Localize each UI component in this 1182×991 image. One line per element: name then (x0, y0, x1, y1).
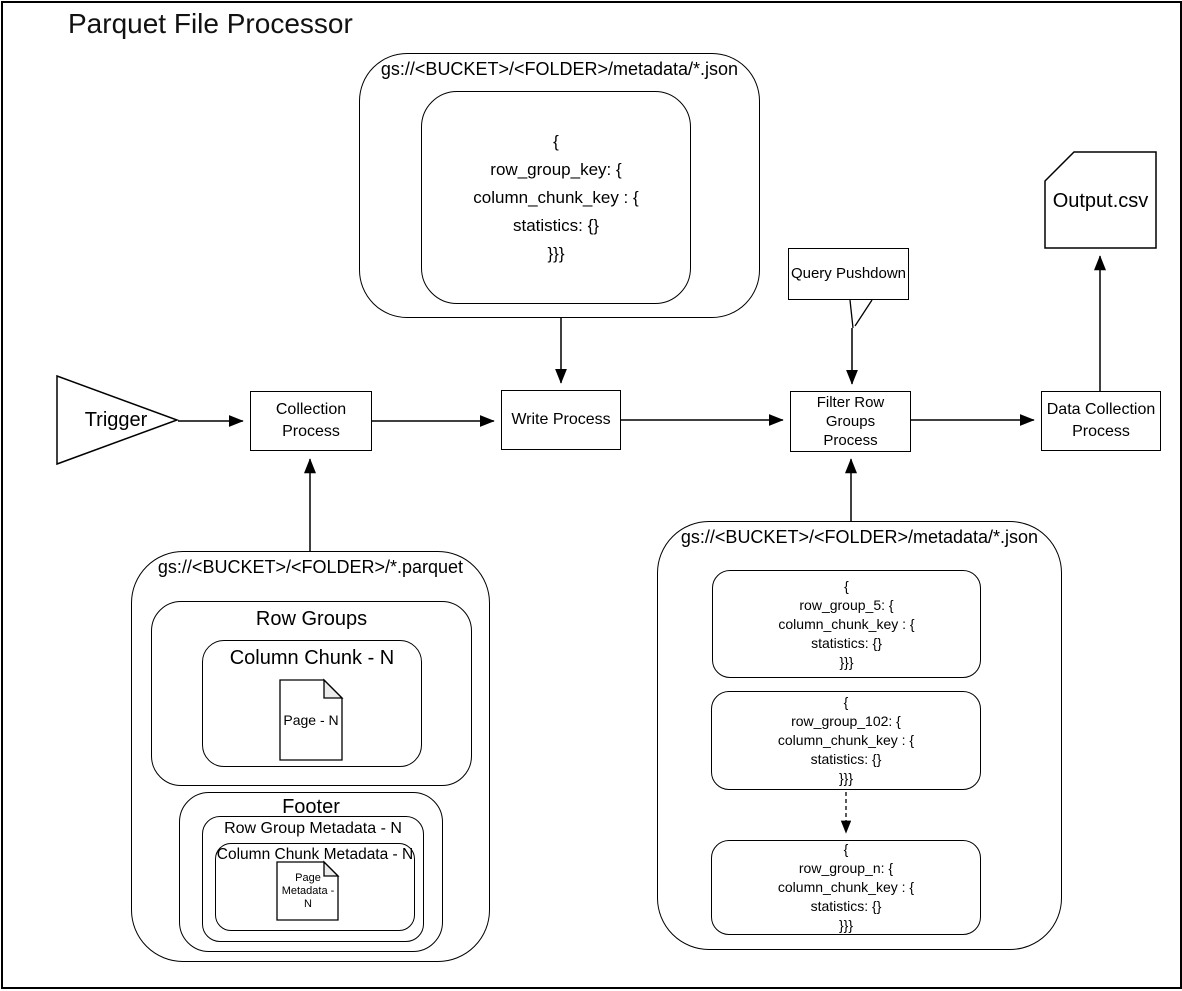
trigger-label: Trigger (84, 408, 148, 431)
top-metadata-container: gs://<BUCKET>/<FOLDER>/metadata/*.json {… (359, 53, 760, 318)
row-group-metadata-label: Row Group Metadata - N (224, 820, 402, 837)
row-group-entry-box: { row_group_5: { column_chunk_key : { st… (712, 570, 981, 678)
metadata-files-label: gs://<BUCKET>/<FOLDER>/metadata/*.json (680, 527, 1039, 547)
row-group-entry-box: { row_group_102: { column_chunk_key : { … (711, 691, 981, 790)
column-chunk-label: Column Chunk - N (229, 647, 395, 669)
data-collection-process-box: Data Collection Process (1041, 391, 1161, 451)
write-process-box: Write Process (501, 390, 621, 450)
top-metadata-json-box: { row_group_key: { column_chunk_key : { … (421, 91, 691, 304)
page-label: Page - N (283, 712, 339, 728)
parquet-label: gs://<BUCKET>/<FOLDER>/*.parquet (157, 557, 464, 577)
top-metadata-label: gs://<BUCKET>/<FOLDER>/metadata/*.json (380, 59, 739, 79)
row-groups-box: Row Groups Column Chunk - N (151, 601, 472, 786)
column-chunk-box: Column Chunk - N (202, 640, 422, 767)
column-chunk-metadata-label: Column Chunk Metadata - N (216, 846, 414, 863)
filter-row-groups-process-box: Filter Row Groups Process (790, 391, 911, 452)
row-group-entry-box: { row_group_n: { column_chunk_key : { st… (711, 840, 981, 935)
footer-label: Footer (282, 796, 340, 818)
row-groups-label: Row Groups (255, 608, 368, 630)
diagram-title: Parquet File Processor (68, 8, 353, 39)
footer-box: Footer Row Group Metadata - N Column Chu… (179, 792, 443, 952)
page-metadata-label: Page Metadata - N (281, 871, 335, 910)
top-metadata-json-text: { row_group_key: { column_chunk_key : { … (473, 131, 639, 263)
output-csv-label: Output.csv (1052, 190, 1149, 212)
collection-process-box: Collection Process (250, 391, 372, 451)
query-pushdown-callout: Query Pushdown (788, 248, 909, 300)
